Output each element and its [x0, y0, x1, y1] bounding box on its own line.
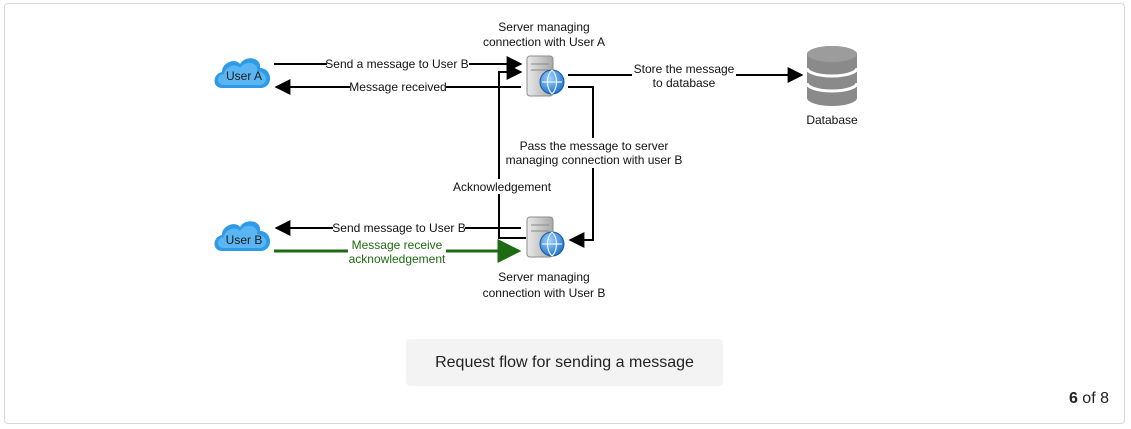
receive-ack-label-line1: Message receive [352, 238, 443, 252]
store-message-label-line2: to database [653, 76, 716, 90]
total-slides-number: 8 [1100, 390, 1109, 407]
server-a-icon [526, 55, 565, 97]
send-to-b-label: Send a message to User B [325, 57, 468, 71]
database-label: Database [806, 113, 858, 127]
acknowledgement-label-bg [452, 179, 552, 194]
server-a-label-line1: Server managing [498, 20, 589, 34]
figure-caption: Request flow for sending a message [406, 339, 723, 386]
slide-counter: 6 of 8 [1069, 390, 1109, 408]
send-message-to-b-label: Send message to User B [332, 221, 465, 235]
message-received-label: Message received [349, 80, 446, 94]
server-b-label-line2: connection with User B [483, 286, 606, 300]
store-message-label-line1: Store the message [634, 62, 735, 76]
server-b-icon [526, 216, 565, 258]
user-a-label: User A [226, 69, 262, 83]
send-message-to-b-label-bg [333, 221, 465, 236]
current-slide-number: 6 [1068, 390, 1078, 407]
user-b-label: User B [226, 233, 263, 247]
user-a-cloud-icon [214, 58, 271, 88]
pass-message-label-line2: managing connection with user B [506, 153, 683, 167]
acknowledgement-arrow [498, 64, 526, 239]
pass-message-label-line1: Pass the message to server [520, 139, 669, 153]
user-b-cloud-icon [214, 221, 271, 251]
acknowledgement-label: Acknowledgement [453, 180, 552, 194]
message-received-label-bg [350, 80, 446, 95]
server-b-label-line1: Server managing [498, 270, 589, 284]
receive-ack-label-line2: acknowledgement [349, 252, 446, 266]
pass-message-label-bg [505, 138, 683, 168]
store-message-label-bg [632, 61, 736, 91]
database-icon [805, 46, 859, 106]
send-to-b-label-bg [327, 56, 469, 71]
slide-counter-separator: of [1082, 390, 1096, 407]
server-a-label-line2: connection with User A [483, 35, 605, 49]
receive-ack-label-bg [348, 238, 446, 266]
